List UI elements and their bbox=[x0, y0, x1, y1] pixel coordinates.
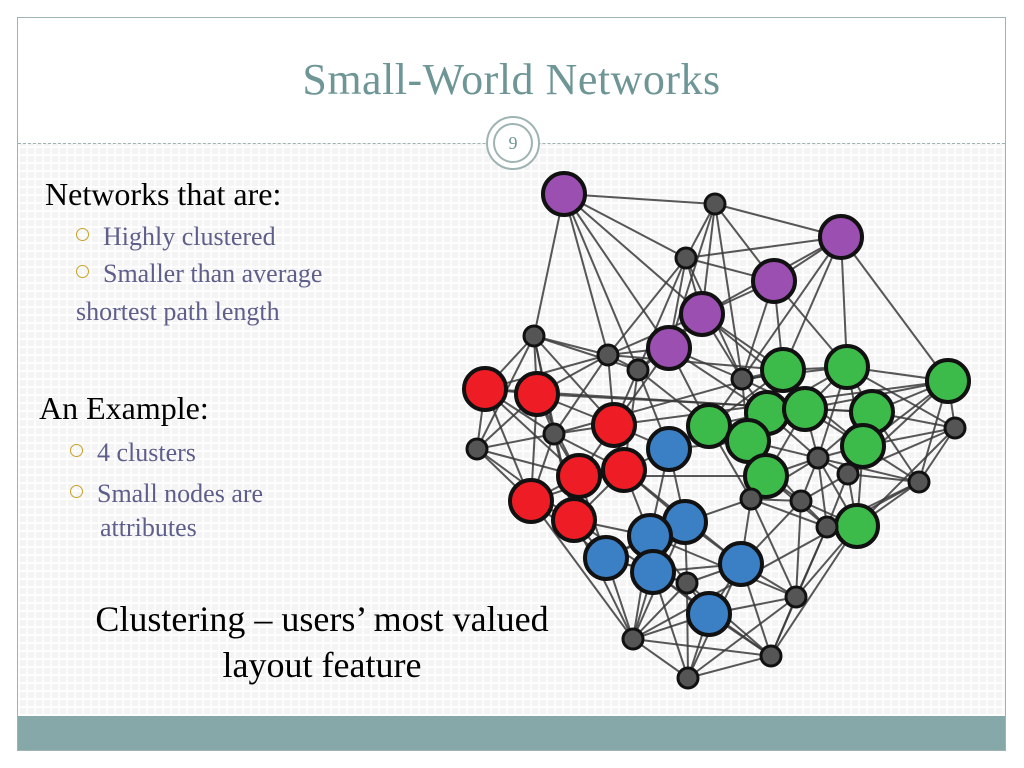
attribute-node bbox=[789, 489, 813, 513]
heading-example: An Example: bbox=[39, 390, 209, 426]
attribute-node bbox=[806, 446, 830, 470]
red-cluster-node bbox=[462, 366, 508, 412]
graph-edge bbox=[632, 582, 688, 640]
attribute-node bbox=[626, 358, 650, 382]
green-cluster-node bbox=[824, 344, 870, 390]
attribute-node bbox=[739, 487, 763, 511]
green-cluster-node bbox=[782, 386, 828, 432]
blue-cluster-node bbox=[583, 535, 629, 581]
attribute-node bbox=[676, 666, 700, 690]
graph-edge bbox=[782, 236, 842, 371]
graph-edge bbox=[530, 500, 634, 640]
green-cluster-node bbox=[840, 423, 886, 469]
red-cluster-node bbox=[551, 497, 597, 543]
red-cluster-node bbox=[601, 447, 647, 493]
attribute-node bbox=[907, 470, 931, 494]
attribute-node bbox=[675, 571, 699, 595]
caption-line-1: Clustering – users’ most valued bbox=[95, 599, 549, 639]
attribute-node bbox=[730, 367, 754, 391]
green-cluster-node bbox=[834, 503, 880, 549]
attribute-node bbox=[621, 627, 645, 651]
page-number: 9 bbox=[493, 123, 533, 163]
attribute-node bbox=[674, 246, 698, 270]
blue-cluster-node bbox=[718, 541, 764, 587]
graph-edge bbox=[856, 427, 956, 527]
graph-edge bbox=[607, 257, 687, 356]
graph-edge bbox=[476, 433, 555, 450]
purple-cluster-node bbox=[541, 171, 587, 217]
attribute-node bbox=[465, 437, 489, 461]
bullet-highly-clustered: Highly clustered bbox=[76, 222, 276, 252]
graph-edge bbox=[563, 193, 716, 205]
green-cluster-node bbox=[686, 403, 732, 449]
attribute-node bbox=[836, 462, 860, 486]
graph-edge bbox=[741, 236, 842, 380]
green-cluster-node bbox=[925, 358, 971, 404]
graph-edge bbox=[607, 354, 784, 371]
purple-cluster-node bbox=[751, 258, 797, 304]
graph-edge bbox=[840, 236, 949, 382]
graph-edge bbox=[770, 525, 858, 657]
graph-edge bbox=[533, 193, 565, 337]
bullet-continuation: shortest path length bbox=[76, 297, 280, 326]
caption: Clustering – users’ most valued layout f… bbox=[42, 596, 602, 688]
caption-line-2: layout feature bbox=[222, 645, 422, 685]
blue-cluster-node bbox=[686, 591, 732, 637]
footer-bar bbox=[18, 716, 1005, 750]
graph-edge bbox=[563, 193, 639, 371]
purple-cluster-node bbox=[646, 325, 692, 371]
graph-edge bbox=[563, 193, 609, 356]
graph-edge bbox=[687, 596, 797, 679]
attribute-node bbox=[784, 585, 808, 609]
green-cluster-node bbox=[743, 453, 789, 499]
graph-edge bbox=[685, 236, 842, 259]
graph-edge bbox=[750, 498, 797, 598]
attribute-node bbox=[703, 192, 727, 216]
bullet-circle-icon bbox=[70, 485, 83, 498]
graph-edge bbox=[687, 655, 772, 679]
network-graph bbox=[462, 171, 971, 690]
graph-edge bbox=[563, 193, 670, 349]
bullet-circle-icon bbox=[70, 444, 83, 457]
graph-edge bbox=[668, 203, 716, 349]
red-cluster-node bbox=[591, 402, 637, 448]
purple-cluster-node bbox=[818, 214, 864, 260]
green-cluster-node bbox=[760, 347, 806, 393]
page-number-badge: 9 bbox=[486, 116, 540, 170]
bullet-circle-icon bbox=[76, 265, 89, 278]
graph-edge bbox=[533, 335, 639, 371]
bullet-continuation-attributes: attributes bbox=[100, 513, 197, 542]
purple-cluster-node bbox=[679, 291, 725, 337]
graph-nodes bbox=[462, 171, 971, 690]
attribute-node bbox=[815, 515, 839, 539]
slide: Small-World Networks Networks that are: … bbox=[17, 17, 1006, 751]
red-cluster-node bbox=[514, 371, 560, 417]
bullet-circle-icon bbox=[76, 228, 89, 241]
attribute-node bbox=[522, 324, 546, 348]
graph-edge bbox=[817, 457, 920, 483]
graph-edge bbox=[750, 498, 828, 528]
red-cluster-node bbox=[508, 478, 554, 524]
graph-edge bbox=[714, 203, 743, 380]
attribute-node bbox=[542, 422, 566, 446]
graph-edge bbox=[847, 473, 920, 483]
slide-title: Small-World Networks bbox=[302, 55, 721, 104]
red-cluster-node bbox=[556, 453, 602, 499]
attribute-node bbox=[943, 416, 967, 440]
blue-cluster-node bbox=[646, 426, 692, 472]
bullet-smaller-path: Smaller than average bbox=[76, 259, 322, 289]
bullet-clusters: 4 clusters bbox=[70, 438, 196, 468]
graph-edge bbox=[637, 257, 687, 371]
attribute-node bbox=[596, 343, 620, 367]
blue-cluster-node bbox=[630, 549, 676, 595]
attribute-node bbox=[759, 644, 783, 668]
bullet-small-nodes: Small nodes are bbox=[70, 479, 263, 509]
graph-edge bbox=[686, 582, 689, 679]
heading-networks: Networks that are: bbox=[45, 176, 282, 212]
graph-edge bbox=[817, 457, 828, 528]
